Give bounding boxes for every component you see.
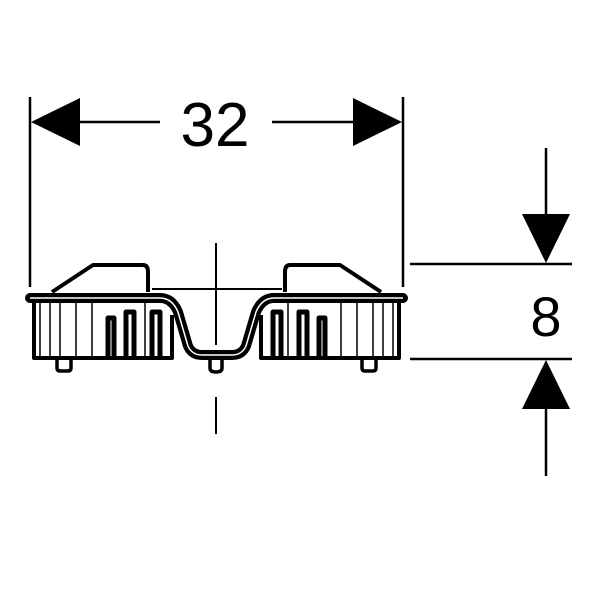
width-dimension-label: 32: [181, 91, 250, 160]
left-basket: [32, 303, 174, 360]
arrow-up-icon: [522, 360, 570, 409]
arrow-left-icon: [31, 98, 80, 146]
left-ribs-bold: [105, 309, 163, 358]
width-dimension: [28, 97, 405, 287]
arrow-right-icon: [353, 98, 402, 146]
right-tab: [283, 263, 383, 294]
rim-highlight: [30, 297, 403, 356]
part-outline: [25, 243, 408, 434]
arrow-down-icon: [522, 214, 570, 263]
left-tab: [50, 263, 150, 294]
height-dimension: [410, 148, 572, 476]
left-ribs: [39, 303, 146, 358]
height-dimension-label: 8: [530, 285, 561, 348]
feet: [55, 358, 378, 374]
right-basket: [259, 303, 401, 360]
right-ribs-bold: [270, 309, 328, 358]
right-ribs: [287, 303, 394, 358]
